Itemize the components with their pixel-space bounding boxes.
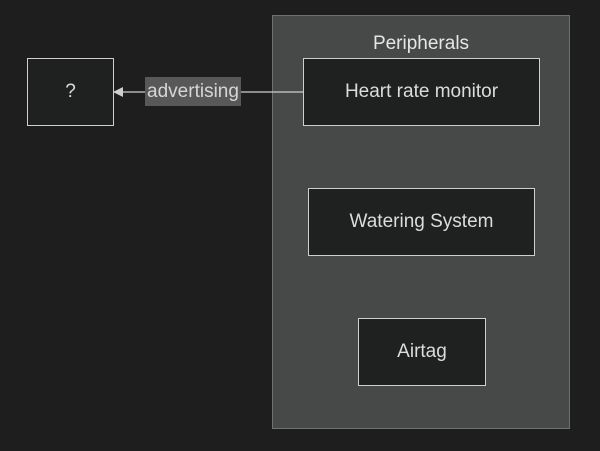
unknown-node[interactable]: ?	[27, 58, 114, 126]
heart-rate-monitor-node[interactable]: Heart rate monitor	[303, 58, 540, 126]
watering-system-node[interactable]: Watering System	[308, 188, 535, 256]
airtag-node[interactable]: Airtag	[358, 318, 486, 386]
cluster-title: Peripherals	[372, 33, 470, 54]
advertising-edge-label: advertising	[145, 77, 241, 106]
